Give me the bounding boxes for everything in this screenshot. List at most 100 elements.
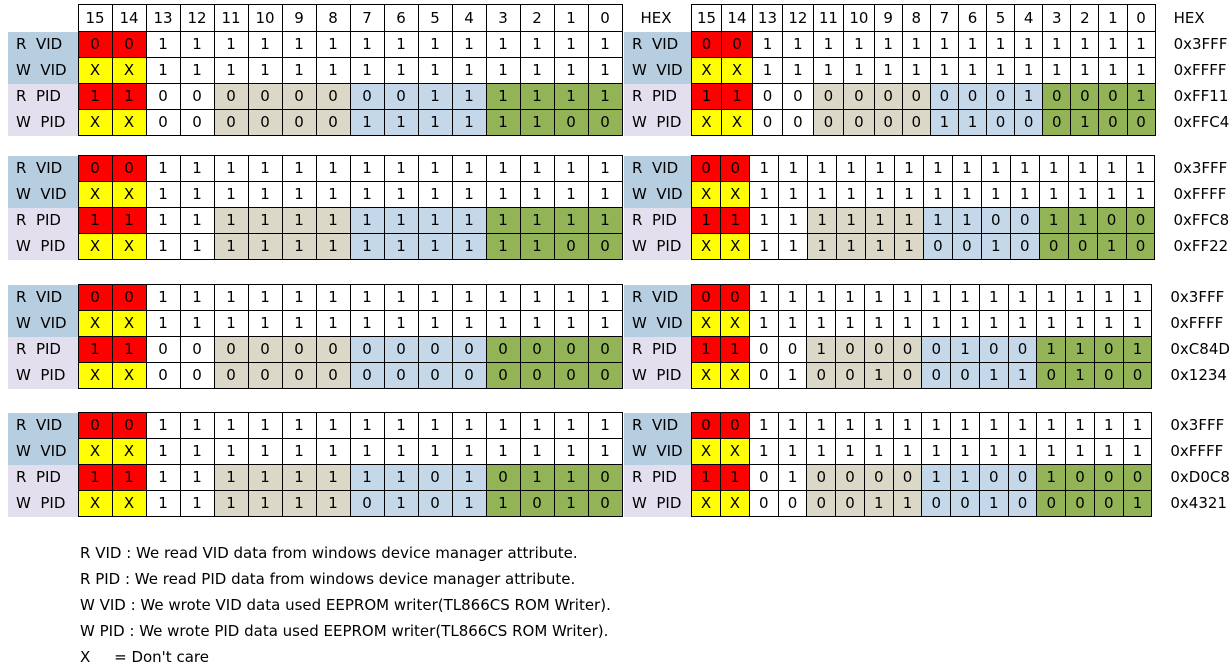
bit-cell: 0 bbox=[179, 336, 215, 363]
bit-cell: 1 bbox=[553, 490, 589, 517]
bit-cell: 0 bbox=[921, 336, 952, 363]
bit-cell: 1 bbox=[865, 207, 896, 234]
bit-cell: 1 bbox=[1067, 207, 1098, 234]
bit-cell: 1 bbox=[179, 490, 215, 517]
bit-cell: 1 bbox=[836, 233, 867, 260]
bit-cell: 0 bbox=[782, 83, 814, 110]
bit-cell: X bbox=[111, 490, 147, 517]
bit-cell: 1 bbox=[778, 155, 809, 182]
bit-cell: 1 bbox=[519, 83, 555, 110]
bit-cell: 1 bbox=[349, 181, 385, 208]
table-row: R PID11111111111111110xFFFF bbox=[8, 207, 697, 234]
bit-cell: 1 bbox=[749, 155, 780, 182]
bit-cell: 0 bbox=[587, 233, 623, 260]
bit-cell: 1 bbox=[863, 438, 894, 465]
bit-cell: 1 bbox=[485, 310, 521, 337]
bit-cell: 0 bbox=[213, 336, 249, 363]
bit-cell: 1 bbox=[519, 31, 555, 58]
bit-cell: X bbox=[77, 233, 113, 260]
legend-line-w-vid: W VID : We wrote VID data used EEPROM wr… bbox=[80, 596, 611, 614]
bit-cell: 1 bbox=[929, 31, 959, 58]
bit-cell: 1 bbox=[812, 57, 845, 84]
bit-cell: 1 bbox=[213, 464, 249, 491]
bit-cell: 1 bbox=[213, 181, 249, 208]
bit-cell: 1 bbox=[835, 438, 865, 465]
bit-cell: 1 bbox=[247, 155, 283, 182]
bit-cell: 1 bbox=[485, 490, 521, 517]
bit-cell: 0 bbox=[873, 83, 903, 110]
bit-cell: X bbox=[690, 109, 723, 136]
bit-cell: X bbox=[691, 310, 721, 337]
bit-cell: 1 bbox=[145, 310, 181, 337]
bit-cell: 0 bbox=[485, 336, 521, 363]
table-row: W PIDXX111111111111000xFFFC bbox=[8, 233, 697, 260]
bit-cell: 1 bbox=[281, 464, 317, 491]
bit-cell: 1 bbox=[179, 31, 215, 58]
row-label: W VID bbox=[8, 310, 78, 337]
bit-cell: 1 bbox=[519, 207, 555, 234]
bit-cell: 0 bbox=[978, 464, 1009, 491]
bit-cell: 1 bbox=[247, 57, 283, 84]
bit-header: 5 bbox=[986, 4, 1016, 32]
bit-cell: 1 bbox=[894, 207, 924, 234]
bit-cell: 1 bbox=[1122, 310, 1153, 337]
bit-cell: 1 bbox=[1007, 310, 1038, 337]
bit-cell: X bbox=[111, 181, 147, 208]
bit-cell: 1 bbox=[349, 412, 385, 439]
row-label: R VID bbox=[624, 412, 692, 439]
bit-cell: 0 bbox=[1007, 336, 1038, 363]
bit-cell: 0 bbox=[748, 464, 779, 491]
legend: R VID : We read VID data from windows de… bbox=[80, 540, 611, 670]
bit-cell: 1 bbox=[213, 284, 249, 311]
bit-cell: 0 bbox=[720, 155, 751, 182]
bit-cell: 0 bbox=[349, 336, 385, 363]
bit-cell: 1 bbox=[383, 464, 419, 491]
bit-cell: 0 bbox=[751, 83, 784, 110]
bit-cell: X bbox=[719, 438, 750, 465]
bit-cell: 1 bbox=[719, 464, 750, 491]
bit-cell: 1 bbox=[451, 310, 487, 337]
hex-value: 0xFF11 bbox=[1173, 87, 1229, 105]
bit-cell: 1 bbox=[179, 412, 215, 439]
bit-cell: 1 bbox=[315, 57, 351, 84]
bit-cell: 1 bbox=[1038, 181, 1069, 208]
bit-cell: 1 bbox=[1122, 412, 1153, 439]
hex-header: HEX bbox=[640, 9, 672, 27]
bit-cell: 1 bbox=[721, 83, 753, 110]
bit-cell: 1 bbox=[873, 57, 903, 84]
bit-cell: 1 bbox=[1065, 310, 1095, 337]
bit-cell: 1 bbox=[111, 464, 147, 491]
row-label: R PID bbox=[8, 336, 78, 363]
bit-cell: 0 bbox=[719, 284, 750, 311]
bit-cell: 1 bbox=[179, 310, 215, 337]
bit-cell: 0 bbox=[691, 412, 721, 439]
bit-cell: 1 bbox=[1122, 336, 1153, 363]
bit-header: 13 bbox=[751, 4, 784, 32]
bit-cell: 1 bbox=[519, 464, 555, 491]
row-label: R PID bbox=[8, 464, 78, 491]
bit-cell: 0 bbox=[957, 83, 988, 110]
bit-cell: 1 bbox=[894, 233, 924, 260]
bit-header: 10 bbox=[843, 4, 875, 32]
bit-cell: 1 bbox=[986, 57, 1016, 84]
bit-cell: 1 bbox=[778, 233, 809, 260]
bit-cell: 0 bbox=[812, 83, 845, 110]
bit-cell: 0 bbox=[1098, 109, 1128, 136]
bit-cell: 0 bbox=[1042, 83, 1072, 110]
bit-cell: 1 bbox=[950, 336, 980, 363]
bit-cell: 1 bbox=[894, 155, 924, 182]
bit-cell: 1 bbox=[748, 438, 779, 465]
bit-cell: 1 bbox=[451, 284, 487, 311]
bit-cell: 0 bbox=[383, 336, 419, 363]
bit-cell: 1 bbox=[921, 464, 952, 491]
bit-cell: 0 bbox=[553, 233, 589, 260]
bit-cell: 1 bbox=[383, 155, 419, 182]
